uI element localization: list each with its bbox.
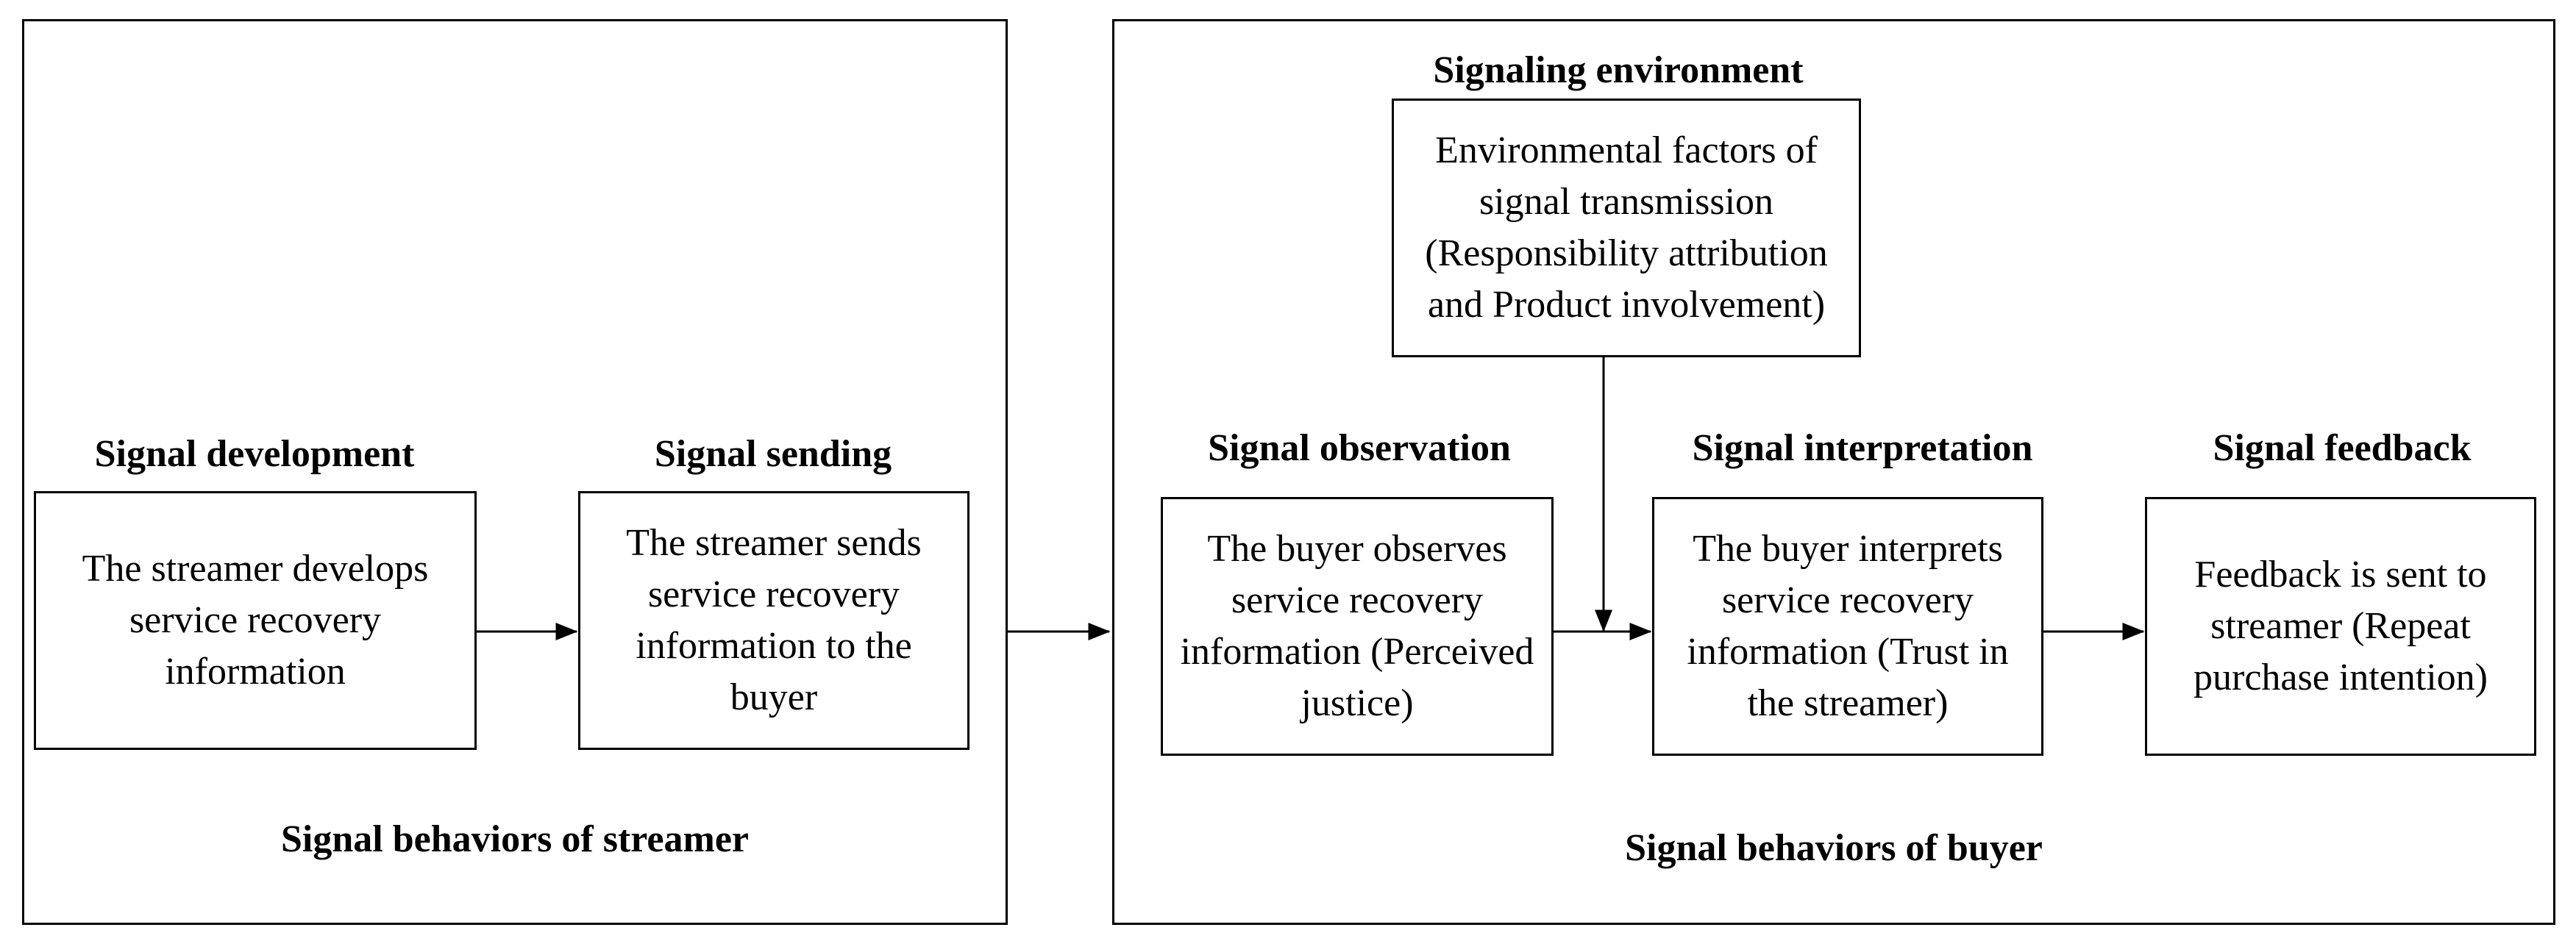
heading-signal-development: Signal development [94,433,415,475]
signal-development-box: The streamer develops service recovery i… [34,491,477,750]
signal-observation-text: The buyer observes service recovery info… [1180,528,1534,724]
signal-interpretation-box: The buyer interprets service recovery in… [1652,497,2043,756]
heading-signal-observation: Signal observation [1208,427,1511,469]
streamer-panel [22,19,1008,925]
signal-interpretation-text: The buyer interprets service recovery in… [1687,528,2009,724]
signal-observation-box: The buyer observes service recovery info… [1161,497,1554,756]
signal-feedback-text: Feedback is sent to streamer (Repeat pur… [2193,554,2488,698]
signaling-environment-text: Environmental factors of signal transmis… [1425,129,1828,326]
heading-signal-interpretation: Signal interpretation [1692,427,2033,469]
heading-signal-feedback: Signal feedback [2213,427,2472,469]
heading-signal-sending: Signal sending [654,433,892,475]
streamer-panel-caption: Signal behaviors of streamer [281,818,749,860]
signal-sending-box: The streamer sends service recovery info… [578,491,969,750]
buyer-panel-caption: Signal behaviors of buyer [1625,827,2043,869]
heading-signaling-environment: Signaling environment [1433,49,1804,91]
signal-sending-text: The streamer sends service recovery info… [626,522,922,718]
signal-feedback-box: Feedback is sent to streamer (Repeat pur… [2145,497,2536,756]
signaling-environment-box: Environmental factors of signal transmis… [1392,99,1861,357]
signal-development-text: The streamer develops service recovery i… [82,548,429,693]
